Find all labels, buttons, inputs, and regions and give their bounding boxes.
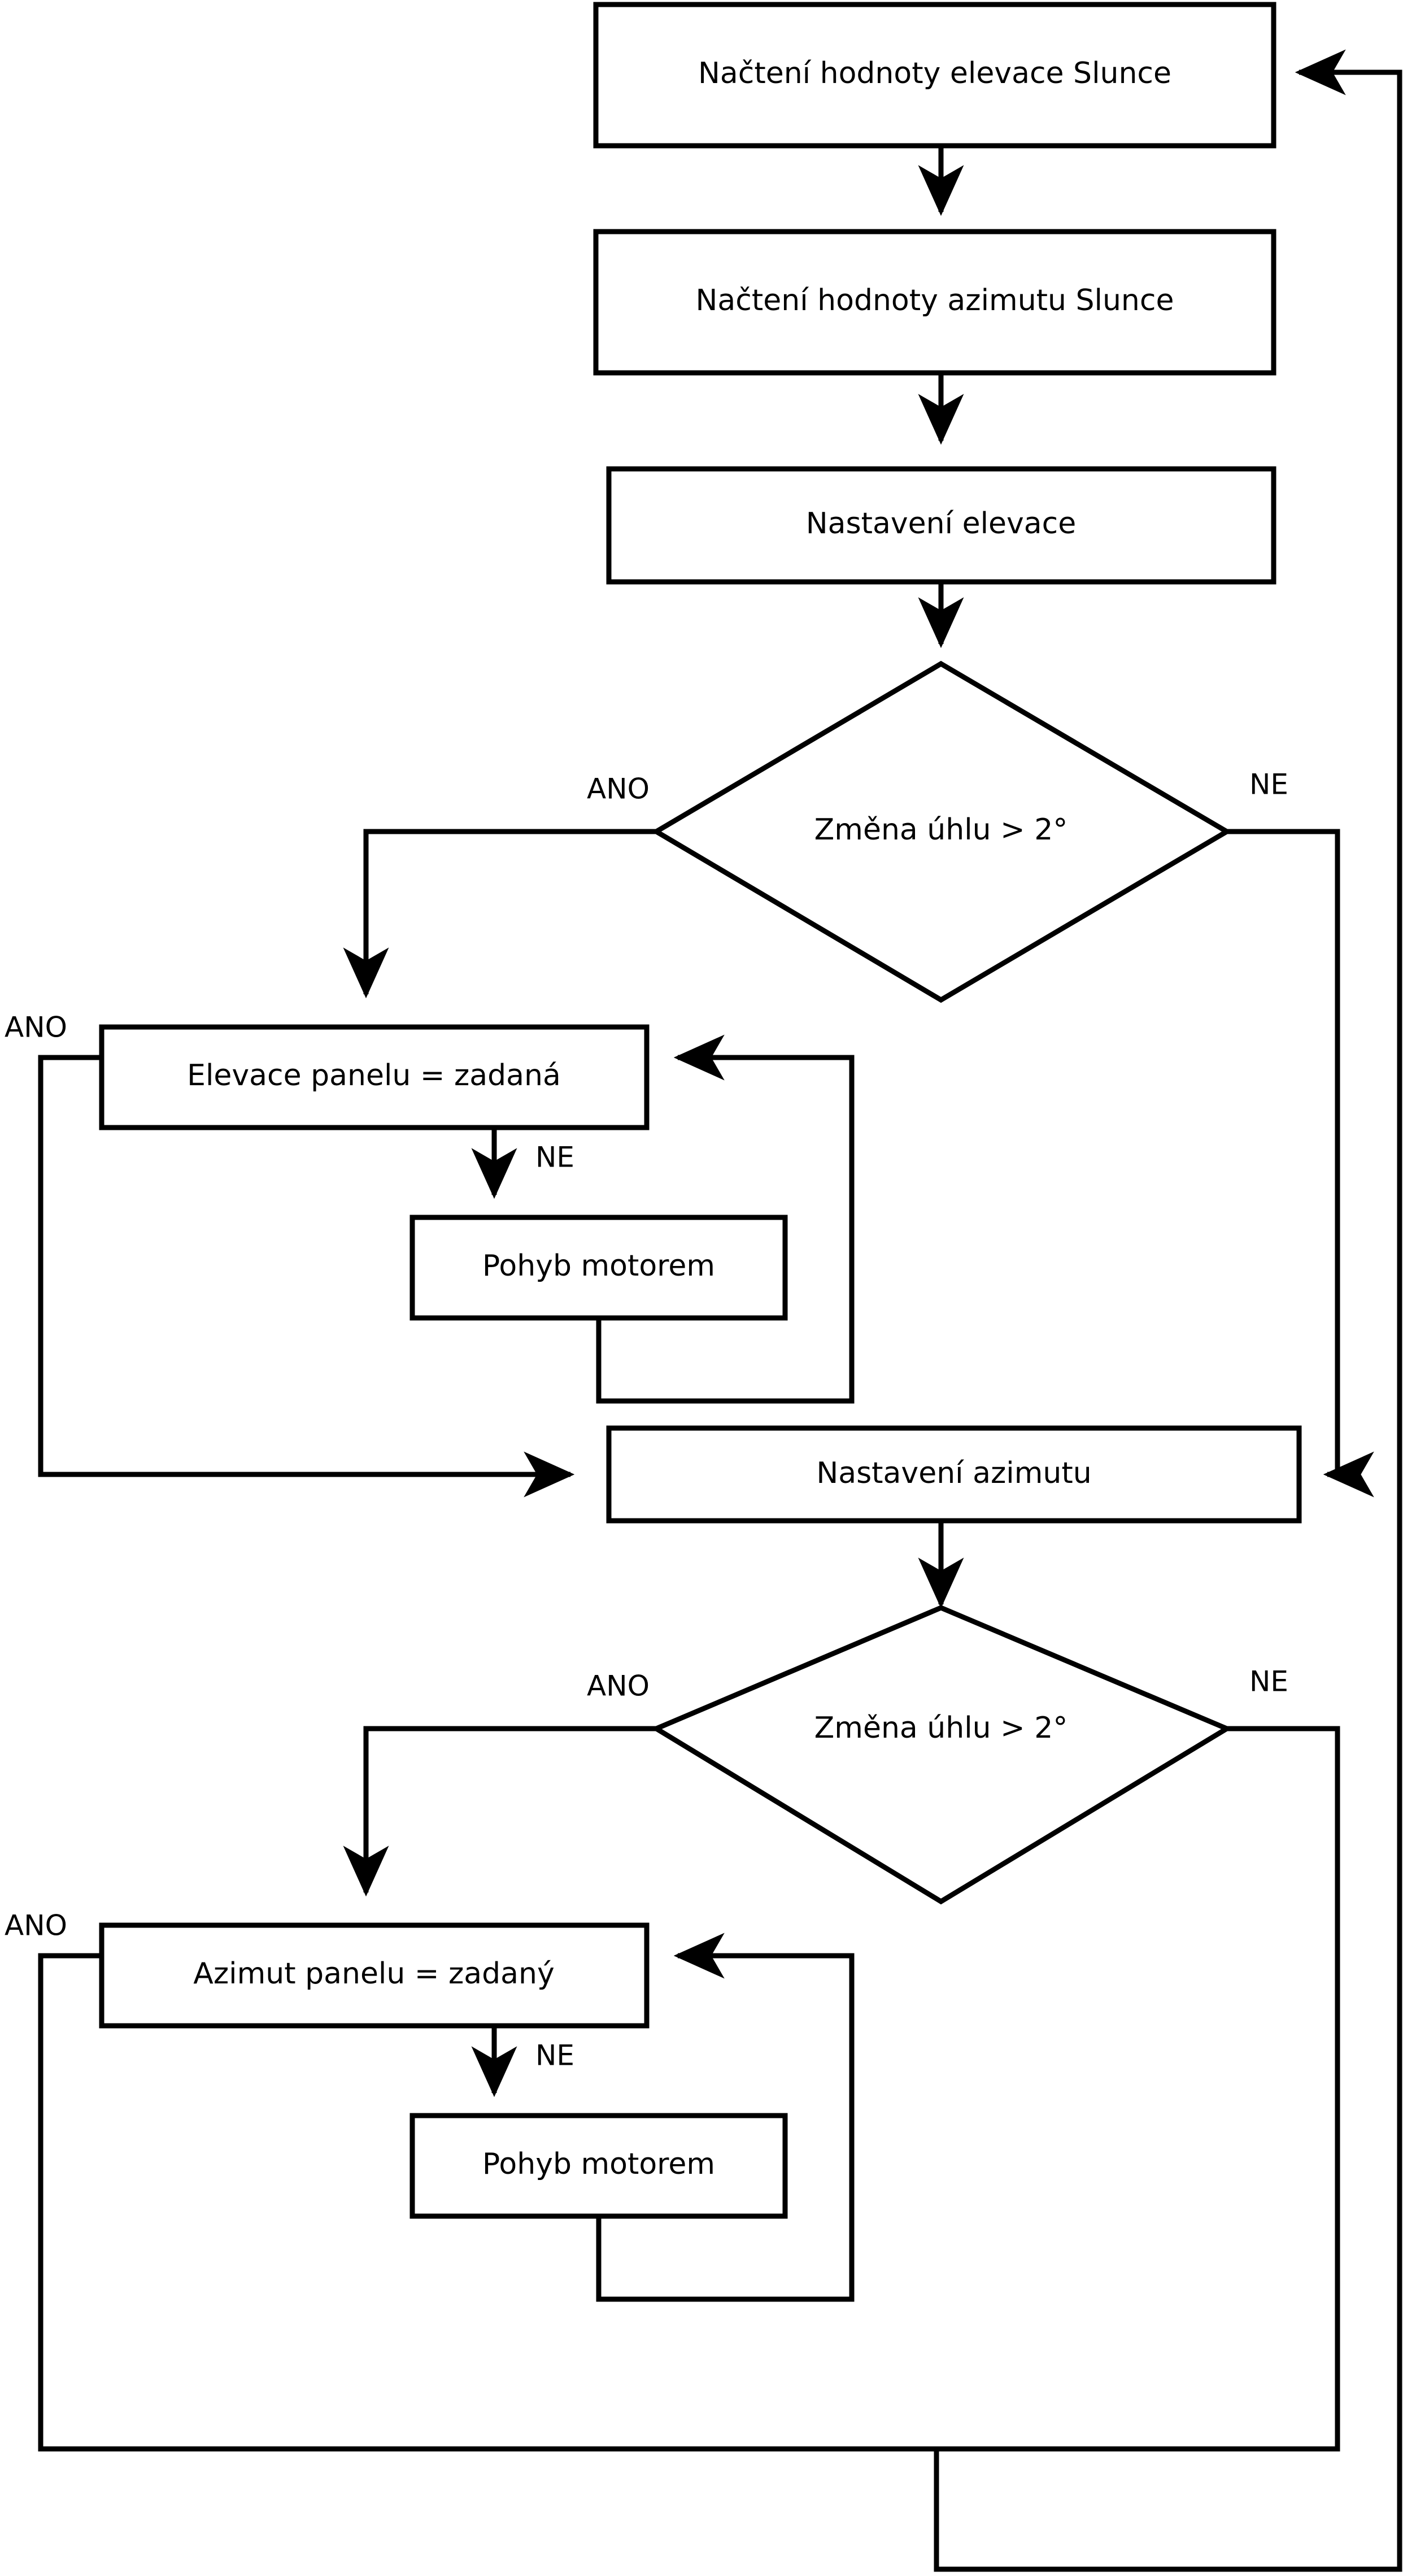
node-label: Načtení hodnoty azimutu Slunce bbox=[696, 284, 1174, 317]
node-pohyb-motorem-azimut[interactable]: Pohyb motorem bbox=[409, 2113, 788, 2219]
node-elevace-panelu[interactable]: Elevace panelu = zadaná bbox=[99, 1024, 650, 1130]
node-label: Azimut panelu = zadaný bbox=[193, 1957, 554, 1991]
node-label: Načtení hodnoty elevace Slunce bbox=[698, 56, 1171, 90]
node-rect bbox=[409, 2113, 788, 2219]
edge-label-d1-ne: NE bbox=[1249, 768, 1288, 801]
node-diamond bbox=[651, 1605, 1232, 1905]
node-pohyb-motorem-elevace[interactable]: Pohyb motorem bbox=[409, 1215, 788, 1321]
node-label: Nastavení elevace bbox=[806, 507, 1076, 541]
node-rect bbox=[409, 1215, 788, 1321]
edge-d2-ne-outer-return bbox=[934, 49, 1402, 2572]
node-nacteni-azimutu[interactable]: Načtení hodnoty azimutu Slunce bbox=[593, 229, 1276, 376]
edge-n7-ano-to-return bbox=[38, 1953, 936, 2452]
node-rect bbox=[593, 229, 1276, 376]
node-rect bbox=[606, 1425, 1302, 1524]
node-nacteni-elevace[interactable]: Načtení hodnoty elevace Slunce bbox=[593, 2, 1276, 149]
edge-label-d1-ano: ANO bbox=[587, 773, 650, 806]
node-rect bbox=[606, 466, 1276, 585]
edge-d1-ne-to-n6 bbox=[1225, 829, 1374, 1498]
edge-label-n4-ne: NE bbox=[535, 1141, 574, 1174]
edge-d1-ano-to-n4 bbox=[343, 829, 659, 999]
node-decision-azimut[interactable]: Změna úhlu > 2° bbox=[651, 1605, 1232, 1905]
edge-n8-loop-to-n7 bbox=[596, 1933, 855, 2302]
node-label: Změna úhlu > 2° bbox=[814, 813, 1068, 847]
node-rect bbox=[99, 1024, 650, 1130]
edge-n5-loop-to-n4 bbox=[596, 1034, 855, 1404]
node-nastaveni-azimutu[interactable]: Nastavení azimutu bbox=[606, 1425, 1302, 1524]
node-diamond bbox=[651, 660, 1232, 1003]
edge-label-n7-ano: ANO bbox=[5, 1909, 67, 1942]
node-label: Nastavení azimutu bbox=[816, 1456, 1091, 1490]
node-azimut-panelu[interactable]: Azimut panelu = zadaný bbox=[99, 1922, 650, 2029]
node-label: Pohyb motorem bbox=[482, 1249, 715, 1283]
edge-n4-ano-to-n6 bbox=[38, 1055, 575, 1498]
edge-label-n7-ne: NE bbox=[535, 2039, 574, 2072]
node-label: Elevace panelu = zadaná bbox=[187, 1059, 561, 1093]
node-decision-elevace[interactable]: Změna úhlu > 2° bbox=[651, 660, 1232, 1003]
node-rect bbox=[593, 2, 1276, 149]
node-label: Pohyb motorem bbox=[482, 2147, 715, 2181]
node-nastaveni-elevace[interactable]: Nastavení elevace bbox=[606, 466, 1276, 585]
edge-label-n4-ano: ANO bbox=[5, 1011, 67, 1044]
edge-d2-ano-to-n7 bbox=[343, 1726, 659, 1897]
node-rect bbox=[99, 1922, 650, 2029]
node-label: Změna úhlu > 2° bbox=[814, 1711, 1068, 1745]
edge-label-d2-ano: ANO bbox=[587, 1670, 650, 1703]
edge-label-d2-ne: NE bbox=[1249, 1665, 1288, 1698]
